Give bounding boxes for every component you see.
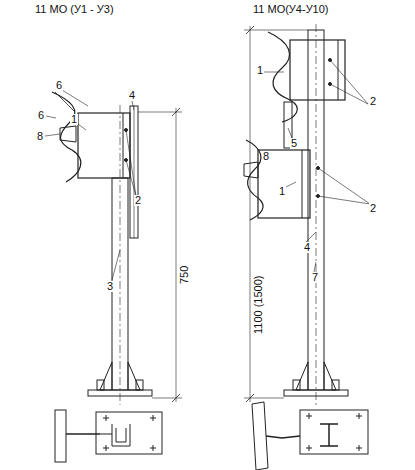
dimension-label: 750 (179, 265, 190, 285)
diagram-title: 11 МО (У1 - У3) (34, 4, 115, 15)
callout-number: 1 (70, 114, 78, 125)
callout-number: 6 (55, 80, 63, 91)
callout-number: 6 (37, 110, 45, 121)
dimension-label: 1100 (1500) (253, 274, 264, 335)
callout-number: 2 (134, 195, 142, 206)
callout-number: 3 (106, 281, 114, 292)
callout-number: 8 (36, 131, 44, 142)
callout-number: 7 (311, 272, 319, 283)
callout-number: 1 (256, 65, 264, 76)
callout-number: 1 (278, 186, 286, 197)
callout-number: 4 (303, 242, 311, 253)
diagram-title: 11 МО(У4-У10) (252, 4, 330, 15)
callout-number: 2 (369, 96, 377, 107)
callout-number: 2 (369, 203, 377, 214)
callout-number: 4 (128, 90, 136, 101)
callout-number: 5 (290, 138, 298, 149)
callout-number: 8 (262, 151, 270, 162)
